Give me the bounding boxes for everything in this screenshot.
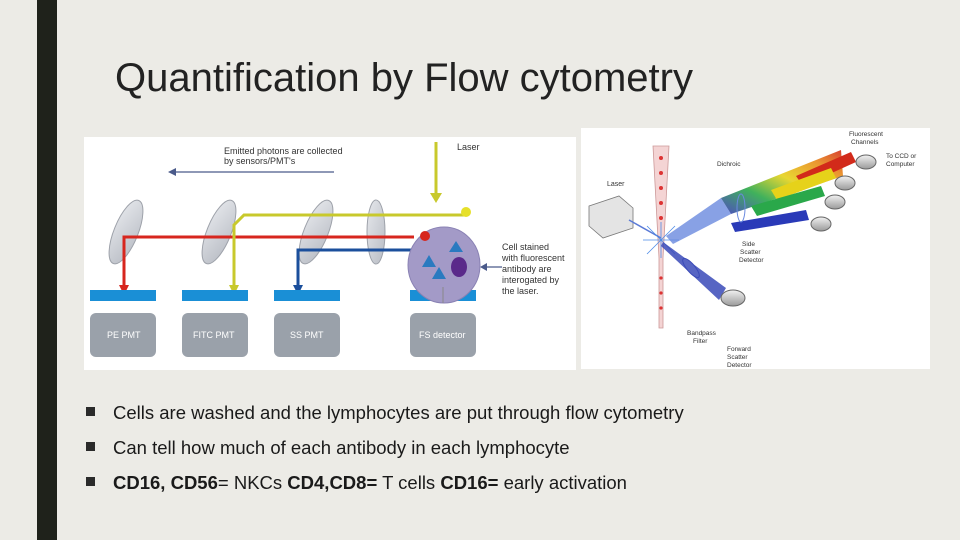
detector-fitc — [182, 313, 248, 357]
bullet-text: Can tell how much of each antibody in ea… — [113, 437, 570, 458]
t-cells-text: T cells — [377, 472, 441, 493]
fluorescent-tag-red — [420, 231, 430, 241]
laser-box — [588, 195, 634, 239]
bullet-text: Cells are washed and the lymphocytes are… — [113, 402, 684, 423]
cd4-cd8-term: CD4,CD8= — [287, 472, 378, 493]
rainbow-beam — [721, 150, 843, 214]
fluorescent-channels-label-2: Channels — [851, 139, 879, 146]
cell-label-3: antibody are — [502, 264, 552, 274]
yellow-light-path — [232, 213, 464, 289]
bandpass-filter — [682, 257, 700, 279]
forward-scatter-label-3: Detector — [727, 362, 752, 369]
laser-label: Laser — [457, 142, 480, 152]
cell-nucleus — [451, 257, 467, 277]
red-light-path — [122, 235, 414, 289]
to-ccd-label-2: Computer — [886, 161, 915, 168]
cell-label-1: Cell stained — [502, 242, 549, 252]
forward-scatter-label-2: Scatter — [727, 354, 748, 361]
forward-scatter-detector — [720, 289, 746, 307]
flow-cytometry-detector-diagram: Emitted photons are collected by sensors… — [84, 137, 576, 370]
antibody-marker-2 — [432, 267, 446, 279]
bullet-marker — [86, 442, 95, 451]
cd16-term: CD16= — [440, 472, 499, 493]
fluorescent-tag-yellow — [461, 207, 471, 217]
lens-4 — [366, 199, 386, 265]
detector-ss — [274, 313, 340, 357]
side-scatter-beam — [666, 198, 731, 244]
bandpass-label-2: Filter — [693, 338, 708, 345]
bandpass-label-1: Bandpass — [687, 330, 717, 337]
side-scatter-label-1: Side — [742, 241, 755, 248]
lens-2 — [201, 199, 237, 265]
early-activation-text: early activation — [498, 472, 627, 493]
lens-1 — [108, 199, 144, 265]
blue-light-path — [296, 248, 414, 289]
fluorescent-detectors — [810, 154, 877, 232]
detector-label-ss: SS PMT — [290, 330, 324, 340]
cell-label-4: interogated by — [502, 275, 560, 285]
fluorescent-channels-label-1: Fluorescent — [849, 131, 883, 138]
emitted-label-1: Emitted photons are collected — [224, 146, 343, 156]
filter-fitc — [182, 290, 248, 301]
detector-label-fs: FS detector — [419, 330, 466, 340]
bullet-text-rich: CD16, CD56= NKCs CD4,CD8= T cells CD16= … — [113, 472, 627, 494]
bullet-marker — [86, 407, 95, 416]
laser-arrowhead — [430, 193, 442, 203]
cd16-cd56-term: CD16, CD56 — [113, 472, 218, 493]
to-ccd-label-1: To CCD or — [886, 153, 917, 160]
flow-cytometer-optics-diagram: Laser — [581, 128, 930, 369]
nkcs-text: = NKCs — [217, 472, 288, 493]
antibody-marker-1 — [422, 255, 436, 267]
slide-title: Quantification by Flow cytometry — [115, 56, 693, 100]
antibody-marker-3 — [449, 241, 463, 252]
bullet-marker — [86, 477, 95, 486]
left-accent-bar — [37, 0, 57, 540]
yellow-channel — [771, 168, 836, 200]
side-scatter-label-2: Scatter — [740, 249, 761, 256]
emitted-label-2: by sensors/PMT's — [224, 156, 296, 166]
filter-pe — [90, 290, 156, 301]
detector-label-pe: PE PMT — [107, 330, 141, 340]
blue-channel — [731, 210, 809, 232]
dichroic-mirror — [736, 193, 746, 223]
detector-diagram-svg: Emitted photons are collected by sensors… — [90, 142, 565, 357]
detector-label-fitc: FITC PMT — [193, 330, 235, 340]
cell-label-2: with fluorescent — [501, 253, 565, 263]
green-channel — [751, 186, 825, 216]
cell-label-5: the laser. — [502, 286, 539, 296]
stained-cell — [407, 226, 481, 304]
laser-label-right: Laser — [607, 181, 625, 188]
forward-scatter-beam — [661, 242, 726, 300]
optics-diagram-svg: Laser — [588, 131, 917, 369]
dichroic-label: Dichroic — [717, 161, 741, 168]
side-scatter-label-3: Detector — [739, 257, 764, 264]
forward-scatter-label-1: Forward — [727, 346, 751, 353]
detector-fs — [410, 313, 476, 357]
detector-pe — [90, 313, 156, 357]
filter-ss — [274, 290, 340, 301]
